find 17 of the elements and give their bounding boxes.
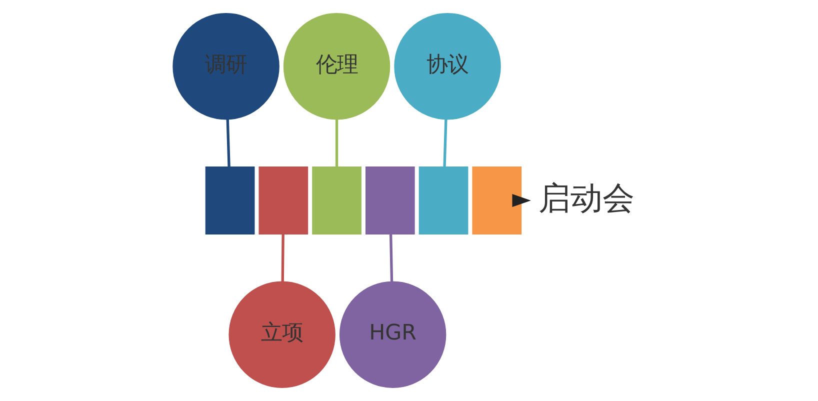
arrow [512,194,530,208]
connector [334,119,338,168]
node-text: 启动会 [538,178,634,217]
node-bar [312,166,361,235]
connector [226,119,230,168]
node-circle: 调研 [172,13,279,120]
node-circle: HGR [338,281,446,388]
node-bar [204,166,254,235]
node-bar [258,166,308,235]
node-circle: 伦理 [282,13,390,120]
node-circle: 协议 [394,13,500,120]
connector [442,119,447,168]
node-circle: 立项 [228,281,335,388]
connector [388,234,393,282]
node-bar [364,166,414,235]
node-bar [418,166,468,235]
connector [280,234,284,282]
